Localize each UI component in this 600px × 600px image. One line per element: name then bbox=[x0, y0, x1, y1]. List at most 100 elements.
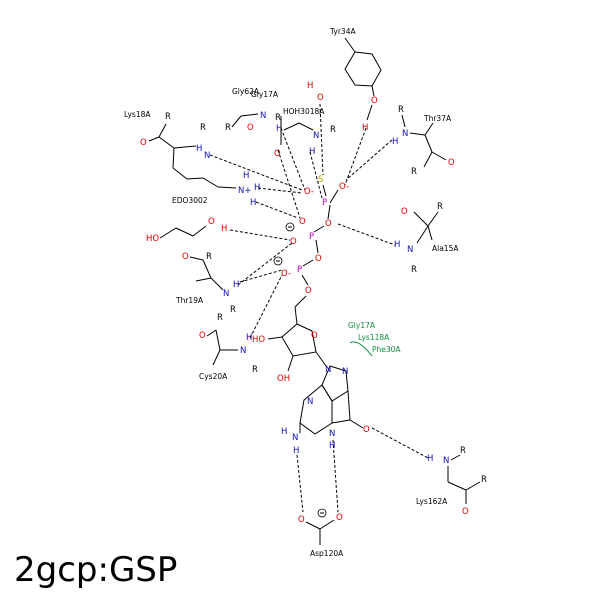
atom-h-n2b: H bbox=[293, 446, 299, 456]
hydrophobic-label-1: Lys118A bbox=[358, 333, 390, 342]
atom-o-thr37: O bbox=[448, 158, 455, 168]
atom-p-beta: P bbox=[309, 232, 314, 242]
atom-n7: N bbox=[342, 367, 348, 377]
r-lys18a: R bbox=[165, 112, 171, 122]
label-cys20: Cys20A bbox=[199, 372, 228, 381]
label-gly62: Gly62A bbox=[232, 87, 260, 96]
atom-ho-2: HO bbox=[252, 335, 265, 345]
atom-o1-asp120: O bbox=[298, 515, 305, 525]
atom-o-bridge-2: O bbox=[315, 254, 322, 264]
label-gly17: Gly17A bbox=[251, 90, 279, 99]
atom-h-n2a: H bbox=[281, 427, 287, 437]
atom-p-alpha: P bbox=[297, 265, 302, 275]
hydrogen-bonds bbox=[209, 103, 429, 513]
atom-n-ala15: N bbox=[407, 245, 413, 255]
r-ala15a: R bbox=[437, 202, 443, 212]
atom-o6: O bbox=[363, 425, 370, 435]
ribose-ring bbox=[281, 323, 317, 357]
residue-thr19: O R N H R Thr19A bbox=[175, 252, 239, 315]
guanine: N N N N H O N H H bbox=[281, 365, 370, 456]
atom-o-beta-2: O bbox=[290, 237, 297, 247]
atom-o-ring: O bbox=[311, 331, 318, 341]
label-hoh: HOH3018A bbox=[283, 107, 325, 116]
atom-h-gly62: H bbox=[276, 124, 282, 134]
residue-edo: EDO3002 HO O H bbox=[146, 196, 227, 244]
residue-cys20: R O N H R Cys20A bbox=[199, 313, 258, 381]
residue-thr37: Thr37A R N H O R bbox=[392, 105, 455, 177]
atom-h-ala15: H bbox=[394, 240, 400, 250]
atom-o-cys20: O bbox=[199, 331, 206, 341]
r-gly62: R bbox=[225, 123, 231, 133]
atom-h-thr37: H bbox=[392, 137, 398, 147]
atom-s: S bbox=[318, 175, 323, 185]
atom-o-lys162: O bbox=[462, 507, 469, 517]
r-lys162b: R bbox=[481, 475, 487, 485]
residue-tyr34: Tyr34A O H bbox=[329, 27, 382, 133]
label-thr19: Thr19A bbox=[175, 296, 204, 305]
atom-h-edo: H bbox=[221, 224, 227, 234]
residue-lys18: Lys18A R O R H N N+ H H H bbox=[124, 110, 260, 208]
r-lys18b: R bbox=[200, 123, 206, 133]
atom-o-gly62: O bbox=[247, 123, 254, 133]
atom-o-ala15: O bbox=[401, 207, 408, 217]
label-lys18: Lys18A bbox=[124, 110, 151, 119]
atom-h-cys20: H bbox=[246, 333, 252, 343]
atom-h2-lys18: H bbox=[254, 183, 260, 193]
atom-o-gamma-2: O- bbox=[304, 187, 314, 197]
atom-nplus-lys18: N+ bbox=[238, 186, 251, 196]
atom-h-lys162: H bbox=[427, 454, 433, 464]
atom-n1: N bbox=[329, 429, 335, 439]
label-thr37: Thr37A bbox=[423, 114, 452, 123]
water-hoh: H O HOH3018A bbox=[283, 81, 325, 116]
hydrophobic-contacts: Gly17A Lys118A Phe30A bbox=[348, 321, 401, 357]
atom-h1-lys18: H bbox=[243, 171, 249, 181]
residue-lys162: R N H R O Lys162A bbox=[416, 446, 487, 517]
hydrophobic-arc bbox=[349, 341, 373, 357]
atom-n-gly17: N bbox=[313, 131, 319, 141]
r-thr19a: R bbox=[206, 252, 212, 262]
imidazole-ring bbox=[321, 365, 349, 402]
r-gly17a: R bbox=[275, 113, 281, 123]
atom-h-thr19: H bbox=[233, 280, 239, 290]
ribose: O HO OH bbox=[252, 306, 327, 384]
r-gly17b: R bbox=[330, 125, 336, 135]
atom-p-gamma: P bbox=[322, 198, 327, 208]
atom-n-thr19: N bbox=[223, 289, 229, 299]
atom-n-gly62: N bbox=[260, 111, 266, 121]
atom-o-tyr34: O bbox=[371, 96, 378, 106]
phenyl-ring bbox=[344, 51, 382, 87]
label-tyr34: Tyr34A bbox=[329, 27, 356, 36]
pyrimidine-ring bbox=[299, 384, 333, 435]
atom-oh-3: OH bbox=[277, 374, 290, 384]
atom-o-beta-1: O bbox=[299, 217, 306, 227]
atom-h3-lys18: H bbox=[250, 198, 256, 208]
r-thr37a: R bbox=[398, 105, 404, 115]
residue-ala15: R O N H R Ala15A bbox=[394, 202, 459, 275]
r-lys162a: R bbox=[460, 446, 466, 456]
atom-o-alpha-1: O- bbox=[281, 269, 291, 279]
label-edo: EDO3002 bbox=[172, 196, 208, 205]
thiophosphate-chain: S P O- O- O P O O O P O- O bbox=[273, 175, 349, 308]
r-cys20b: R bbox=[252, 365, 258, 375]
atom-o2-asp120: O bbox=[336, 513, 343, 523]
r-thr37b: R bbox=[411, 167, 417, 177]
atom-n-lys162: N bbox=[443, 456, 449, 466]
atom-o-5prime: O bbox=[305, 286, 312, 296]
hydrophobic-label-2: Phe30A bbox=[372, 345, 401, 354]
atom-o-thr19: O bbox=[182, 252, 189, 262]
atom-o-bridge-1: O bbox=[325, 219, 332, 229]
atom-n-cys20: N bbox=[240, 346, 246, 356]
atom-h-n1: H bbox=[329, 441, 335, 451]
atom-o-gly17: O bbox=[274, 149, 281, 159]
hydrophobic-label-0: Gly17A bbox=[348, 321, 376, 330]
r-cys20a: R bbox=[217, 313, 223, 323]
r-thr19b: R bbox=[230, 305, 236, 315]
label-ala15: Ala15A bbox=[432, 244, 459, 253]
label-lys162: Lys162A bbox=[416, 497, 448, 506]
atom-o-lys18: O bbox=[140, 138, 147, 148]
atom-o-gamma-1: O- bbox=[339, 182, 349, 192]
atom-n3: N bbox=[307, 397, 313, 407]
atom-h-gly17: H bbox=[309, 147, 315, 157]
residue-asp120: O O Asp120A bbox=[298, 508, 344, 558]
